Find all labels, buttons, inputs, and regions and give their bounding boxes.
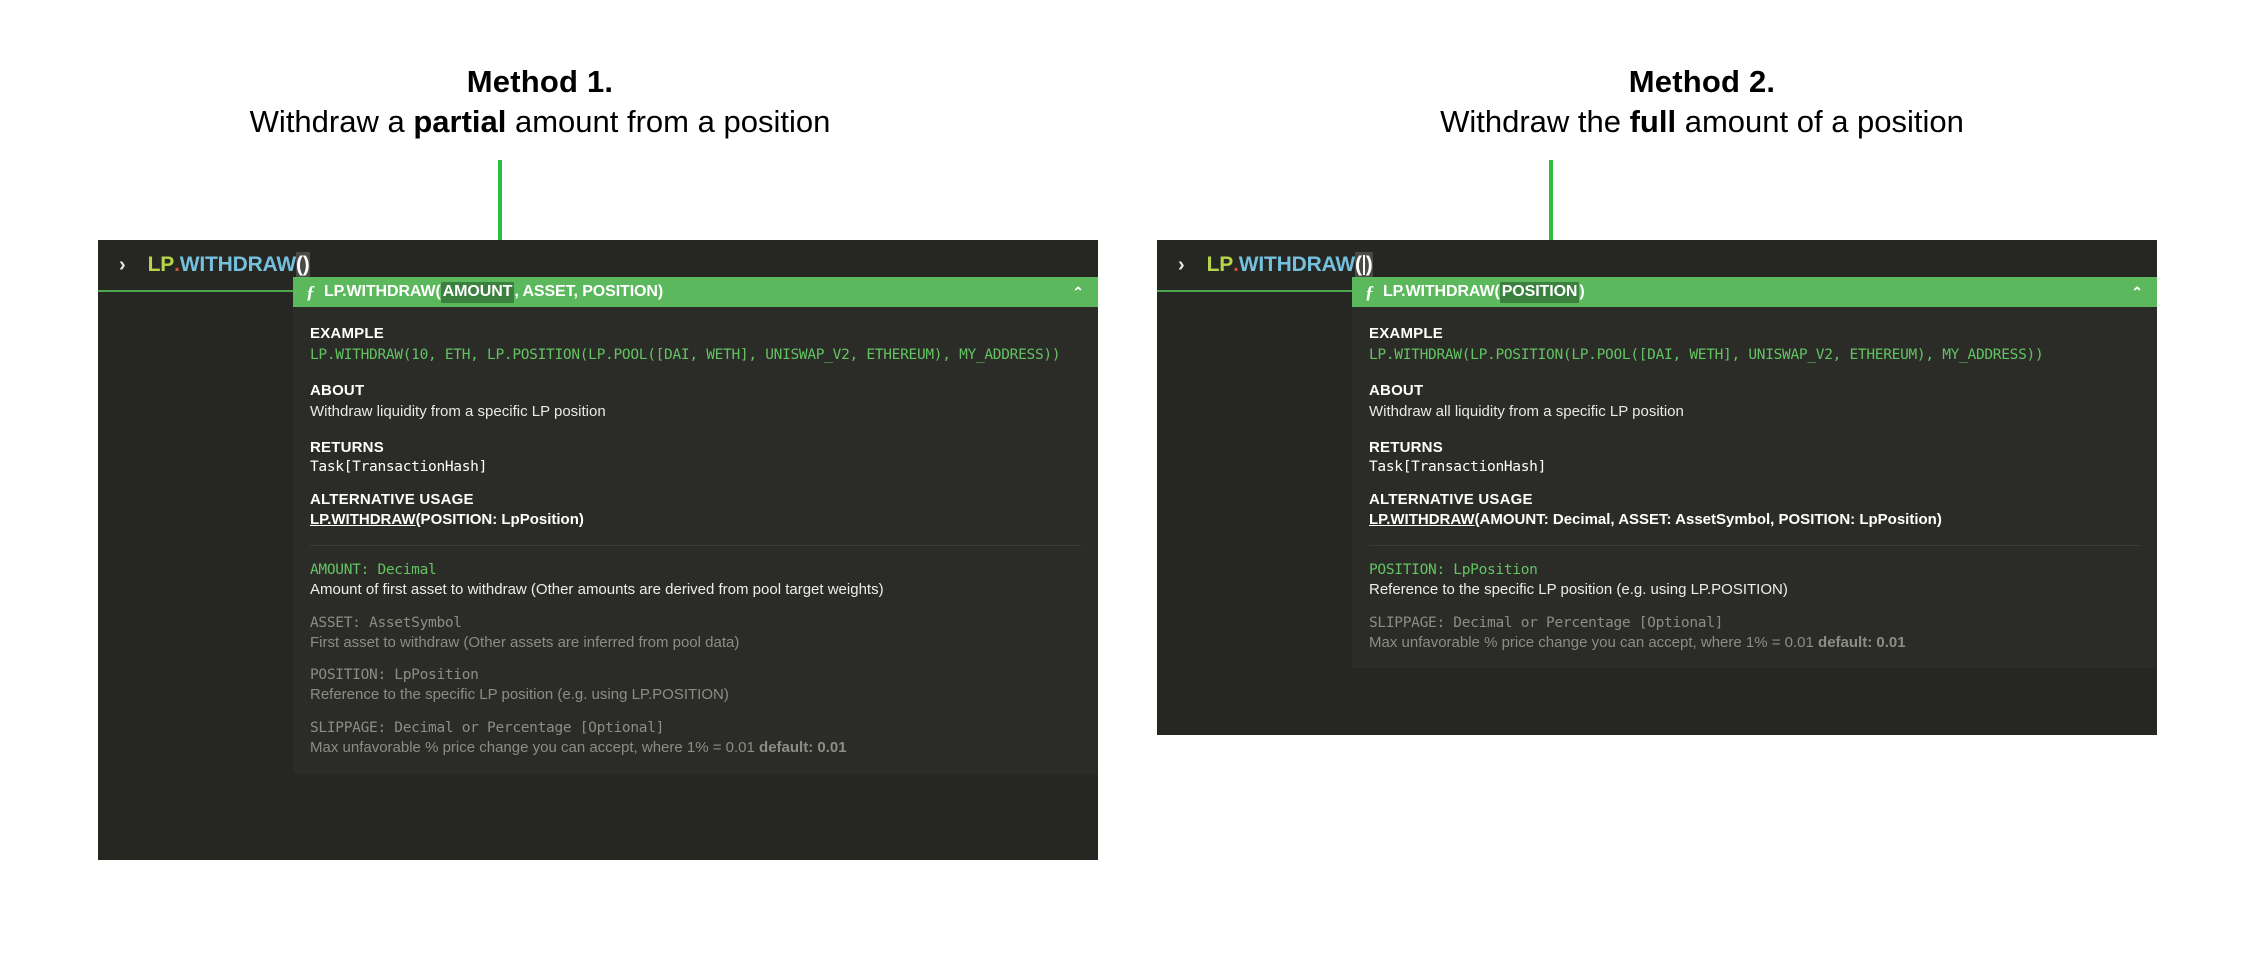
method-1-desc-after: amount from a position <box>506 104 831 140</box>
signature-text-left: LP.WITHDRAW(AMOUNT, ASSET, POSITION) <box>324 281 1062 303</box>
parameter-signature: POSITION: LpPosition <box>310 667 479 684</box>
method-1-heading: Method 1. <box>466 64 614 99</box>
parameter-description: Reference to the specific LP position (e… <box>1369 580 1788 598</box>
about-label: ABOUT <box>310 382 365 400</box>
method-1-desc-bold: partial <box>413 104 507 140</box>
chevron-up-icon[interactable]: ⌃ <box>2131 284 2143 300</box>
signature-suffix: ) <box>1579 283 1585 300</box>
signature-text-right: LP.WITHDRAW(POSITION) <box>1383 281 2121 303</box>
returns-value: Task[TransactionHash] <box>310 458 488 475</box>
parameter-description: Max unfavorable % price change you can a… <box>1369 633 2140 653</box>
signature-popup-left[interactable]: ƒ LP.WITHDRAW(AMOUNT, ASSET, POSITION) ⌃… <box>293 277 1098 774</box>
method-2-description: Withdraw the full amount of a position <box>1322 102 2082 142</box>
parameter-description-text: Max unfavorable % price change you can a… <box>1369 633 1819 651</box>
parameter-row: AMOUNT: Decimal Amount of first asset to… <box>310 562 1081 600</box>
method-2-desc-before: Withdraw the <box>1440 104 1630 140</box>
alternative-usage-args: (POSITION: LpPosition) <box>415 510 584 528</box>
signature-popup-body-left: EXAMPLE LP.WITHDRAW(10, ETH, LP.POSITION… <box>293 307 1098 546</box>
returns-label: RETURNS <box>1369 438 1443 456</box>
signature-popup-body-right: EXAMPLE LP.WITHDRAW(LP.POSITION(LP.POOL(… <box>1352 307 2157 546</box>
parameter-signature: POSITION: LpPosition <box>1369 561 1538 578</box>
method-2-title: Method 2. Withdraw the full amount of a … <box>1322 62 2082 143</box>
token-dot: . <box>174 253 180 276</box>
example-code: LP.WITHDRAW(10, ETH, LP.POSITION(LP.POOL… <box>310 347 1061 363</box>
token-dot: . <box>1233 253 1239 276</box>
alternative-usage-link[interactable]: LP.WITHDRAW <box>310 510 416 528</box>
parameter-row: SLIPPAGE: Decimal or Percentage [Optiona… <box>310 720 1081 758</box>
parameter-description: Max unfavorable % price change you can a… <box>310 738 1081 758</box>
signature-popup-header-left[interactable]: ƒ LP.WITHDRAW(AMOUNT, ASSET, POSITION) ⌃ <box>293 277 1098 307</box>
about-label: ABOUT <box>1369 382 1424 400</box>
arrow-shaft <box>1549 160 1553 252</box>
signature-active-argument: AMOUNT <box>440 281 515 303</box>
token-parens: () <box>295 251 310 279</box>
alternative-usage-args: (AMOUNT: Decimal, ASSET: AssetSymbol, PO… <box>1474 510 1942 528</box>
console-expression-right[interactable]: LP.WITHDRAW() <box>1206 251 1373 279</box>
token-paren-close: ) <box>1365 252 1373 276</box>
parameter-default-value: default: 0.01 <box>759 739 847 757</box>
console-input-line-right[interactable]: › LP.WITHDRAW() <box>1157 240 2157 290</box>
signature-popup-right[interactable]: ƒ LP.WITHDRAW(POSITION) ⌃ EXAMPLE LP.WIT… <box>1352 277 2157 669</box>
token-namespace: LP <box>1206 253 1234 276</box>
method-2-desc-after: amount of a position <box>1676 104 1964 140</box>
console-input-line-left[interactable]: › LP.WITHDRAW() <box>98 240 1098 290</box>
parameter-signature: SLIPPAGE: Decimal or Percentage [Optiona… <box>310 720 665 737</box>
parameter-list-right: POSITION: LpPosition Reference to the sp… <box>1352 546 2157 669</box>
function-fx-icon: ƒ <box>306 282 315 302</box>
alternative-usage-label: ALTERNATIVE USAGE <box>310 490 474 508</box>
parameter-description-text: Max unfavorable % price change you can a… <box>310 739 760 757</box>
parameter-description: Amount of first asset to withdraw (Other… <box>310 580 884 598</box>
prompt-chevron-icon: › <box>119 254 126 276</box>
parameter-signature: ASSET: AssetSymbol <box>310 614 462 631</box>
signature-prefix: LP.WITHDRAW( <box>324 283 441 300</box>
parameter-row: SLIPPAGE: Decimal or Percentage [Optiona… <box>1369 615 2140 653</box>
chevron-up-icon[interactable]: ⌃ <box>1072 284 1084 300</box>
example-label: EXAMPLE <box>310 325 384 342</box>
parameter-description: First asset to withdraw (Other assets ar… <box>310 633 740 651</box>
parameter-signature: SLIPPAGE: Decimal or Percentage [Optiona… <box>1369 614 1724 631</box>
token-function: WITHDRAW <box>179 253 296 276</box>
method-2-desc-bold: full <box>1629 104 1677 140</box>
parameter-row: POSITION: LpPosition Reference to the sp… <box>310 667 1081 705</box>
parameter-default-value: default: 0.01 <box>1818 633 1906 651</box>
signature-suffix: , ASSET, POSITION) <box>514 283 664 300</box>
parameter-description: Reference to the specific LP position (e… <box>310 686 729 704</box>
alternative-usage-label: ALTERNATIVE USAGE <box>1369 490 1533 508</box>
section-divider <box>1369 544 2140 546</box>
returns-label: RETURNS <box>310 438 384 456</box>
token-paren-open: ( <box>1354 252 1362 276</box>
parameter-signature: AMOUNT: Decimal <box>310 561 437 578</box>
about-text: Withdraw all liquidity from a specific L… <box>1369 403 1684 421</box>
token-parens: () <box>1354 251 1373 279</box>
example-code: LP.WITHDRAW(LP.POSITION(LP.POOL([DAI, WE… <box>1369 347 2044 363</box>
alternative-usage-value: LP.WITHDRAW(POSITION: LpPosition) <box>310 511 1081 528</box>
parameter-row: ASSET: AssetSymbol First asset to withdr… <box>310 615 1081 653</box>
returns-value: Task[TransactionHash] <box>1369 458 1547 475</box>
method-1-desc-before: Withdraw a <box>249 104 414 140</box>
parameter-row: POSITION: LpPosition Reference to the sp… <box>1369 562 2140 600</box>
method-1-title: Method 1. Withdraw a partial amount from… <box>160 62 920 143</box>
text-cursor-caret <box>1362 254 1365 275</box>
arrow-shaft <box>498 160 502 252</box>
signature-popup-header-right[interactable]: ƒ LP.WITHDRAW(POSITION) ⌃ <box>1352 277 2157 307</box>
method-1-description: Withdraw a partial amount from a positio… <box>160 102 920 142</box>
section-divider <box>310 544 1081 546</box>
example-label: EXAMPLE <box>1369 325 1443 342</box>
method-2-heading: Method 2. <box>1628 64 1776 99</box>
alternative-usage-value: LP.WITHDRAW(AMOUNT: Decimal, ASSET: Asse… <box>1369 511 2140 528</box>
parameter-list-left: AMOUNT: Decimal Amount of first asset to… <box>293 546 1098 774</box>
signature-prefix: LP.WITHDRAW( <box>1383 283 1500 300</box>
signature-active-argument: POSITION <box>1499 281 1580 303</box>
token-function: WITHDRAW <box>1238 253 1355 276</box>
token-namespace: LP <box>147 253 175 276</box>
console-expression-left[interactable]: LP.WITHDRAW() <box>147 251 310 279</box>
alternative-usage-link[interactable]: LP.WITHDRAW <box>1369 510 1475 528</box>
prompt-chevron-icon: › <box>1178 254 1185 276</box>
about-text: Withdraw liquidity from a specific LP po… <box>310 403 606 421</box>
function-fx-icon: ƒ <box>1365 282 1374 302</box>
